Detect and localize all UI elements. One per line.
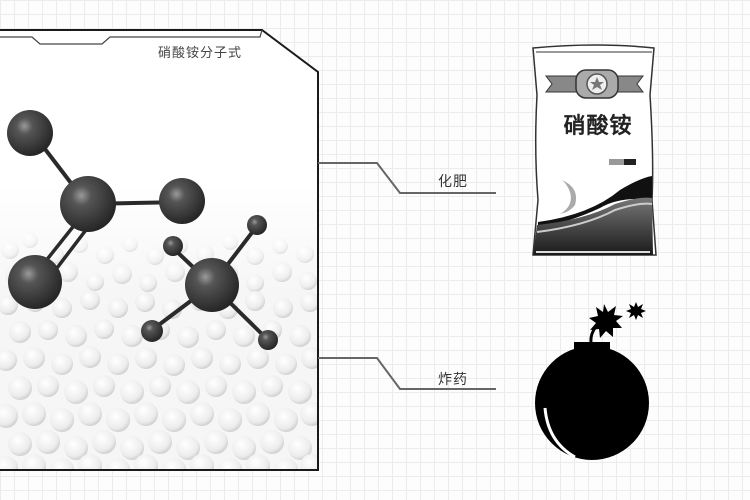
panel-frame	[0, 29, 319, 471]
hydrogen-atom	[247, 215, 267, 235]
callout-line-explosive	[318, 357, 496, 390]
molecule-panel	[0, 29, 319, 471]
hydrogen-atom	[258, 330, 278, 350]
callout-label-fertilizer: 化肥	[438, 174, 468, 190]
nitrogen-atom	[60, 176, 116, 232]
oxygen-atom	[7, 110, 53, 156]
nitrate-molecule	[7, 110, 205, 309]
nitrogen-atom	[185, 258, 239, 312]
ammonium-molecule	[141, 215, 278, 350]
fertilizer-bag-icon	[532, 44, 657, 256]
callout-label-explosive: 炸药	[438, 372, 468, 388]
hydrogen-atom	[163, 236, 183, 256]
bag-title: 硝酸铵	[563, 113, 633, 139]
panel-title: 硝酸铵分子式	[158, 46, 243, 61]
callout-line-fertilizer	[318, 162, 496, 194]
oxygen-atom	[159, 178, 205, 224]
hydrogen-atom	[141, 320, 163, 342]
bomb-icon	[535, 302, 649, 460]
panel-tab-line	[0, 29, 263, 45]
oxygen-atom	[8, 255, 62, 309]
